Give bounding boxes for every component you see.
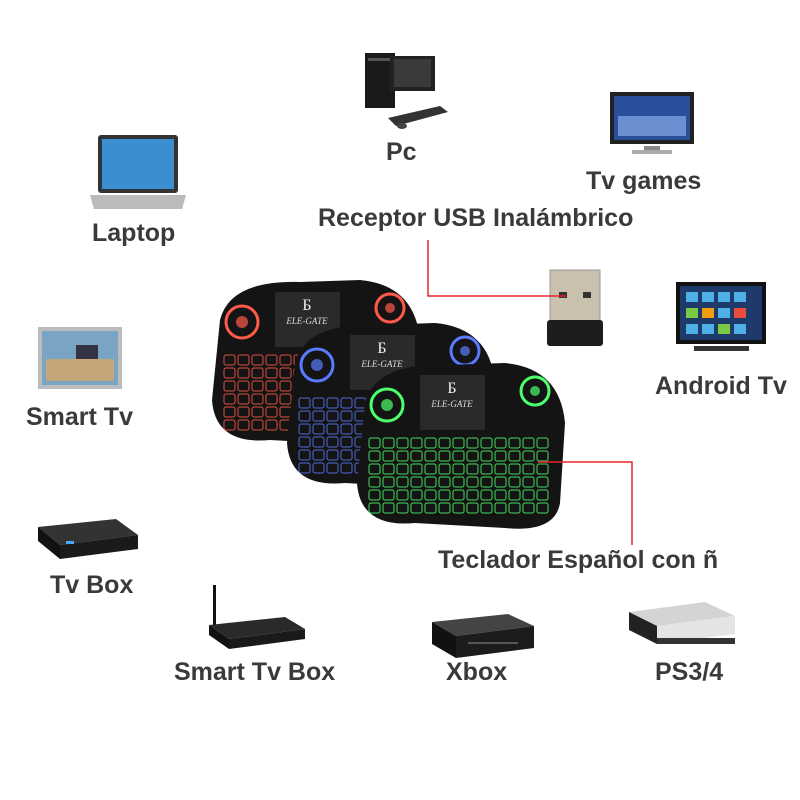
svg-text:Ƃ: Ƃ [377,340,386,357]
smart-tv-label: Smart Tv [26,403,133,431]
pc-label: Pc [386,138,417,166]
svg-text:ELE-GATE: ELE-GATE [430,399,473,409]
keyboards-image: ELE-GATE Ƃ ELE-GATE Ƃ ELE-GATE Ƃ [212,280,565,529]
xbox-label: Xbox [446,658,508,686]
svg-text:Ƃ: Ƃ [302,297,311,314]
tv-games-image [610,92,694,154]
laptop-label: Laptop [92,219,176,247]
svg-text:ELE-GATE: ELE-GATE [360,359,403,369]
android-tv-label: Android Tv [655,372,787,400]
android-tv-image [676,282,766,351]
tv-box-label: Tv Box [50,571,134,599]
svg-text:Ƃ: Ƃ [447,380,456,397]
svg-text:ELE-GATE: ELE-GATE [285,316,328,326]
usb-receiver-label: Receptor USB Inalámbrico [318,204,634,232]
ps-label: PS3/4 [655,658,724,686]
tv-games-label: Tv games [586,167,702,195]
usb-receiver-image [547,269,603,346]
ps-image [629,602,735,644]
keyboard-3: ELE-GATE Ƃ [357,363,565,529]
keyboard-callout-line [538,461,633,545]
spanish-keyboard-label: Teclador Español con ñ [438,546,719,574]
pc-image [365,53,448,129]
smart-tv-box-label: Smart Tv Box [174,658,336,686]
xbox-image [432,614,534,658]
smart-tv-box-image [209,585,305,649]
usb-callout-line [427,240,566,297]
smart-tv-image [38,327,122,389]
laptop-image [90,135,186,209]
tv-box-image [38,519,138,559]
